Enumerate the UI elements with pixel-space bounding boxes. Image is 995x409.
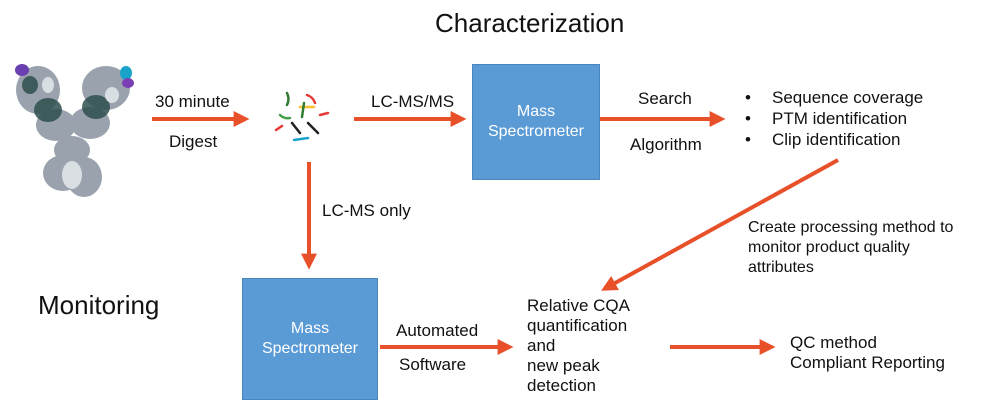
qc-reporting-block: QC method Compliant Reporting xyxy=(790,333,945,372)
mass-spectrometer-box-top: Mass Spectrometer xyxy=(472,64,600,180)
box-top-line2: Spectrometer xyxy=(487,123,585,140)
box-top-line1: Mass xyxy=(516,103,556,120)
automated-label: Automated xyxy=(396,321,479,340)
lcms-only-label: LC-MS only xyxy=(322,201,411,220)
list-item: •Clip identification xyxy=(745,130,901,149)
mass-spectrometer-box-bottom: Mass Spectrometer xyxy=(242,278,378,400)
processing-method-note: Create processing method to monitor prod… xyxy=(748,219,954,276)
digest-label: Digest xyxy=(169,132,218,151)
peptide-fragments-icon xyxy=(274,91,330,142)
search-label: Search xyxy=(638,89,692,108)
identification-list: •Sequence coverage •PTM identification •… xyxy=(745,87,923,150)
digest-time-label: 30 minute xyxy=(155,92,230,111)
box-bottom-line1: Mass xyxy=(290,320,330,337)
box-bottom-line2: Spectrometer xyxy=(261,340,359,357)
title-monitoring: Monitoring xyxy=(38,290,160,320)
algorithm-label: Algorithm xyxy=(630,135,702,154)
list-item: •Sequence coverage xyxy=(745,88,924,107)
cqa-quantification-block: Relative CQA quantification and new peak… xyxy=(527,296,630,395)
lcmsms-label: LC-MS/MS xyxy=(371,92,455,111)
list-item: •PTM identification xyxy=(745,109,908,128)
arrow-processing xyxy=(601,158,839,291)
software-label: Software xyxy=(399,355,467,374)
title-characterization: Characterization xyxy=(435,8,625,38)
antibody-structure-icon xyxy=(15,64,134,197)
